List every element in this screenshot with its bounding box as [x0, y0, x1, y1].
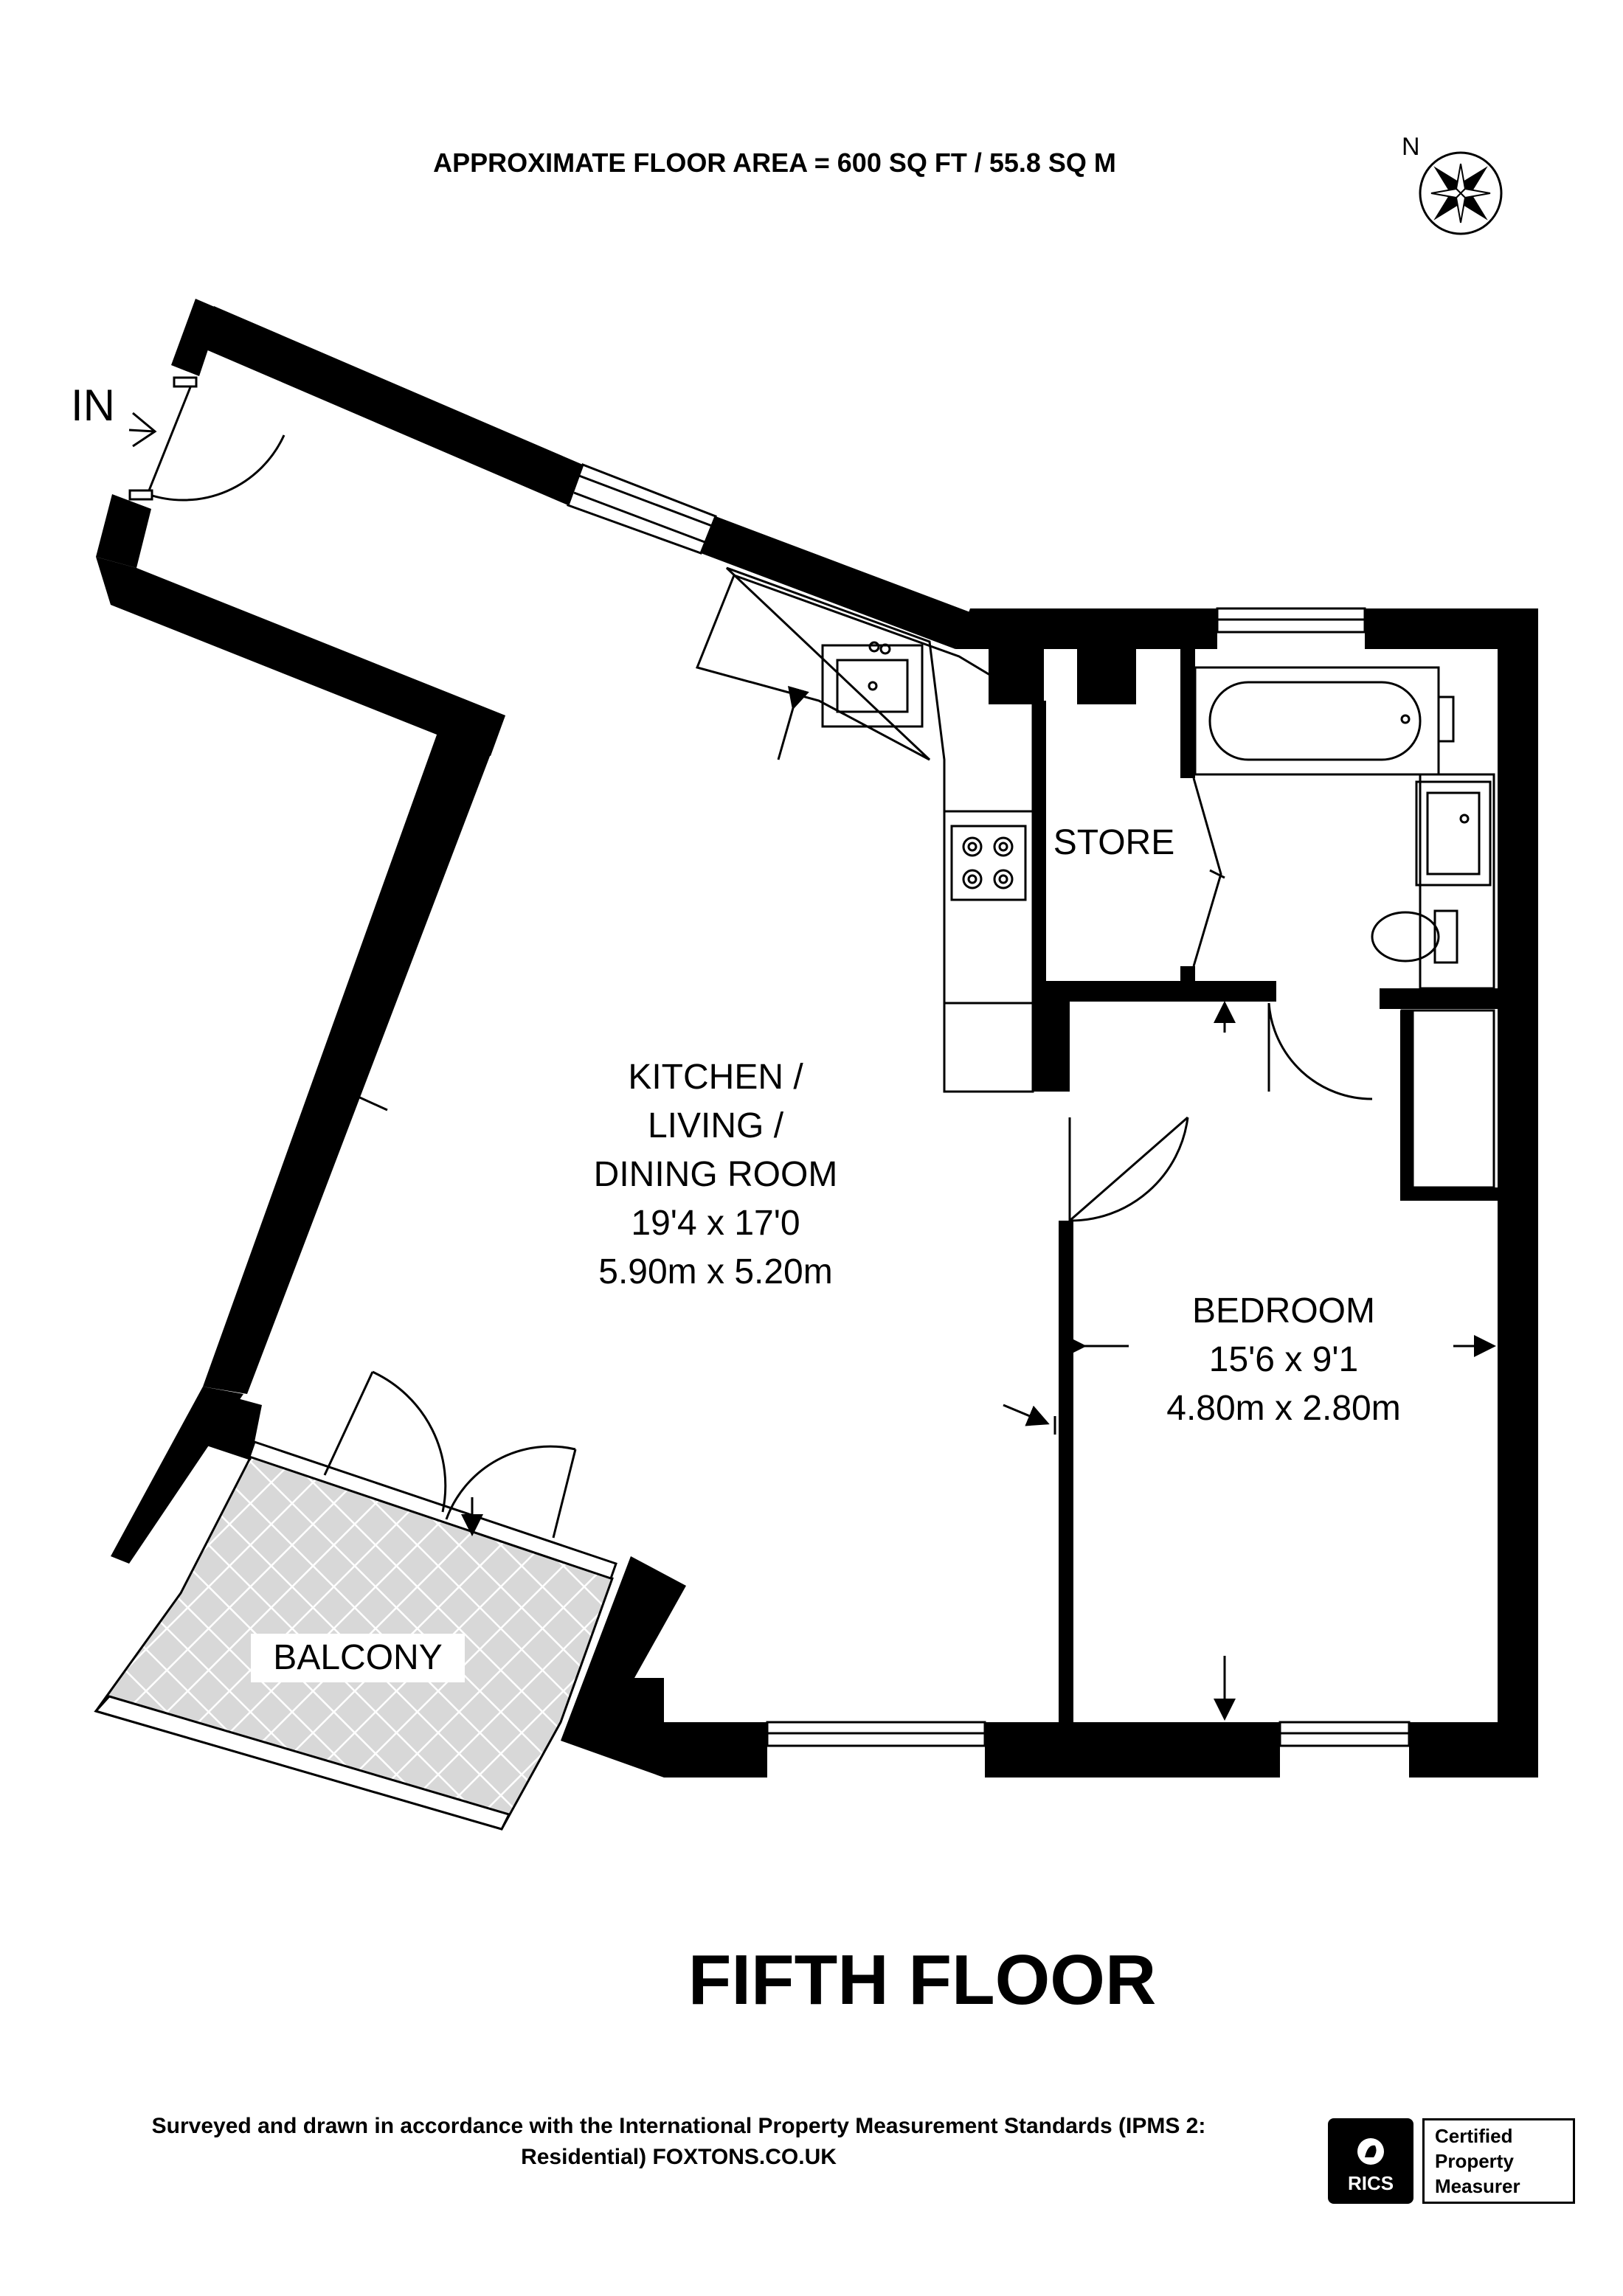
footer-line2: Residential) FOXTONS.CO.UK	[521, 2145, 837, 2169]
bedroom-metric: 4.80m x 2.80m	[1166, 1389, 1401, 1428]
rics-logo-text: RICS	[1347, 2172, 1394, 2194]
rics-line2: Property	[1435, 2150, 1514, 2172]
store-label: STORE	[1048, 819, 1180, 867]
hob-icon	[950, 825, 1027, 901]
bedroom-imperial: 15'6 x 9'1	[1208, 1340, 1359, 1379]
balcony-text: BALCONY	[273, 1638, 443, 1677]
bathroom-fittings	[1194, 666, 1495, 990]
kitchen-living-label: KITCHEN / LIVING / DINING ROOM 19'4 x 17…	[531, 1053, 900, 1297]
bathroom-folding-door	[1192, 777, 1225, 967]
kitchen-metric: 5.90m x 5.20m	[598, 1252, 833, 1291]
kitchen-line1: KITCHEN /	[628, 1058, 803, 1097]
kitchen-worktop	[695, 566, 1034, 1093]
dimension-arrows	[324, 685, 1496, 1721]
living-to-bedroom-door	[1068, 1116, 1189, 1222]
wardrobe	[1400, 1009, 1495, 1189]
kitchen-line2: LIVING /	[647, 1106, 784, 1145]
bedroom-door	[1267, 1002, 1373, 1100]
floor-area-heading: APPROXIMATE FLOOR AREA = 600 SQ FT / 55.…	[433, 148, 1116, 178]
rics-badge: RICS Certified Property Measurer	[1328, 2118, 1575, 2204]
rics-certified-box: Certified Property Measurer	[1422, 2118, 1575, 2204]
bedroom-line1: BEDROOM	[1191, 1291, 1375, 1331]
floor-title: FIFTH FLOOR	[688, 1940, 1157, 2019]
entrance-label: IN	[71, 381, 115, 430]
balcony-label: BALCONY	[251, 1634, 465, 1682]
rics-line1: Certified	[1435, 2125, 1513, 2147]
survey-footer: Surveyed and drawn in accordance with th…	[30, 2111, 1328, 2173]
lion-icon	[1357, 2138, 1384, 2165]
balcony-doors	[323, 1370, 577, 1539]
external-walls	[96, 299, 1538, 1778]
rics-logo: RICS	[1328, 2118, 1413, 2204]
compass-rose-icon	[1419, 151, 1503, 235]
footer-line1: Surveyed and drawn in accordance with th…	[151, 2114, 1206, 2138]
kitchen-imperial: 19'4 x 17'0	[631, 1204, 800, 1243]
store-text: STORE	[1053, 823, 1175, 862]
windows	[248, 463, 1411, 1747]
entrance-arrow-icon	[128, 412, 157, 448]
rics-line3: Measurer	[1435, 2175, 1520, 2197]
kitchen-line3: DINING ROOM	[593, 1155, 838, 1194]
bedroom-label: BEDROOM 15'6 x 9'1 4.80m x 2.80m	[1107, 1287, 1461, 1433]
compass-north-label: N	[1402, 133, 1420, 161]
entrance-door	[128, 376, 286, 502]
